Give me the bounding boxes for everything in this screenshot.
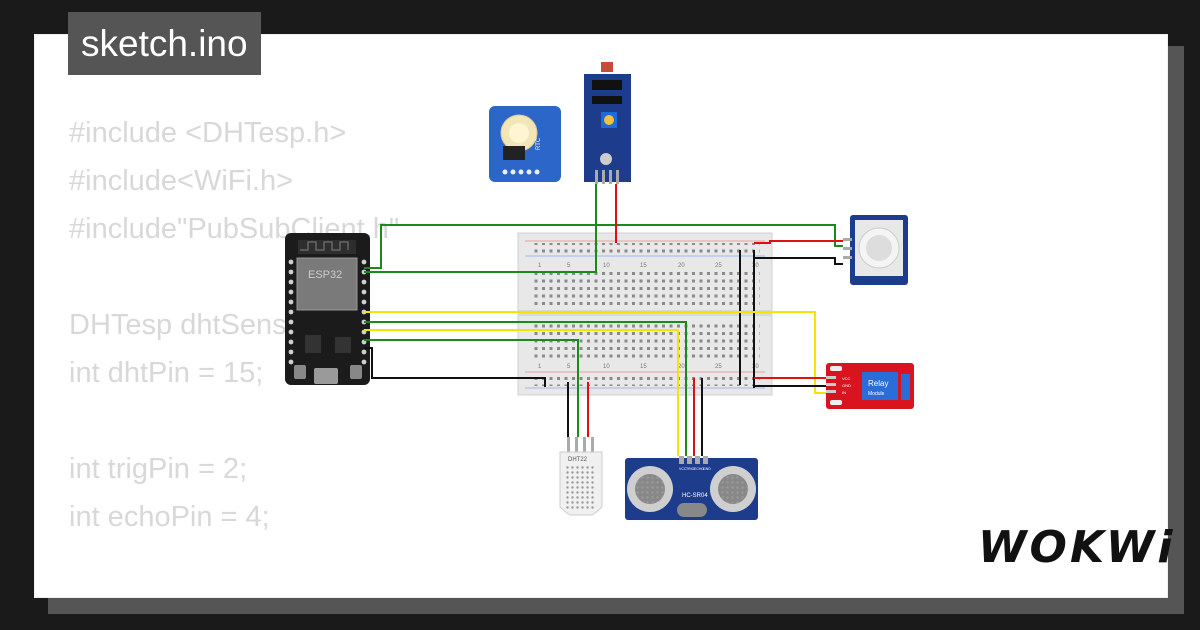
- ultrasonic-sensor[interactable]: HC-SR04 VCC TRIG ECHO GND: [625, 456, 758, 520]
- ultrasonic-label: HC-SR04: [682, 493, 708, 499]
- wire-green: [364, 339, 579, 437]
- wire-black: [364, 347, 546, 387]
- esp32-board[interactable]: ESP32: [285, 233, 370, 385]
- wire-green: [364, 321, 687, 456]
- pir-sensor[interactable]: [843, 215, 908, 285]
- dht22-label: DHT22: [568, 457, 588, 463]
- code-line: int trigPin = 2;: [69, 453, 248, 485]
- relay-pin-in: IN: [842, 390, 846, 395]
- breadboard[interactable]: 1 5 10 15 20 25 30 1 5 10 15 20 25 30: [517, 232, 773, 396]
- breadboard-number: 15: [640, 263, 647, 269]
- wire-green: [364, 224, 843, 269]
- esp32-label: ESP32: [308, 269, 342, 281]
- breadboard-number: 10: [603, 263, 610, 269]
- wokwi-logo: WOKWi: [978, 522, 1176, 573]
- code-line: int echoPin = 4;: [69, 501, 270, 533]
- breadboard-number: 25: [715, 364, 722, 370]
- relay-pin-vcc: VCC: [842, 376, 851, 381]
- breadboard-number: 30: [752, 263, 759, 269]
- file-tab[interactable]: sketch.ino: [68, 12, 261, 75]
- relay-label: Relay: [868, 379, 888, 388]
- ultrasonic-pin-trig: TRIG: [686, 467, 695, 471]
- breadboard-number: 20: [678, 364, 685, 370]
- ultrasonic-pin-gnd: GND: [703, 467, 711, 471]
- breadboard-number: 1: [538, 364, 542, 370]
- breadboard-number: 5: [567, 364, 571, 370]
- ultrasonic-pin-echo: ECHO: [694, 467, 704, 471]
- code-line: #include<WiFi.h>: [69, 165, 294, 197]
- ultrasonic-pin-vcc: VCC: [679, 467, 687, 471]
- breadboard-number: 15: [640, 364, 647, 370]
- breadboard-number: 25: [715, 263, 722, 269]
- ldr-module[interactable]: [584, 62, 631, 184]
- breadboard-number: 20: [678, 263, 685, 269]
- relay-sub-label: Module: [868, 391, 885, 397]
- wire-black: [754, 257, 843, 265]
- relay-module[interactable]: Relay Module VCC GND IN: [826, 363, 914, 409]
- breadboard-number: 10: [603, 364, 610, 370]
- wires: [364, 184, 843, 456]
- rtc-module[interactable]: RTC: [489, 106, 561, 182]
- code-line: int dhtPin = 15;: [69, 357, 264, 389]
- breadboard-number: 30: [752, 364, 759, 370]
- rtc-label: RTC: [536, 137, 542, 150]
- wire-red: [754, 240, 843, 244]
- wire-yellow: [364, 311, 826, 394]
- breadboard-number: 1: [538, 263, 542, 269]
- wire-green: [364, 184, 597, 273]
- relay-pin-gnd: GND: [842, 383, 851, 388]
- dht22-sensor[interactable]: DHT22: [559, 437, 603, 516]
- breadboard-number: 5: [567, 263, 571, 269]
- code-line: #include <DHTesp.h>: [69, 117, 347, 149]
- wire-yellow: [364, 329, 679, 456]
